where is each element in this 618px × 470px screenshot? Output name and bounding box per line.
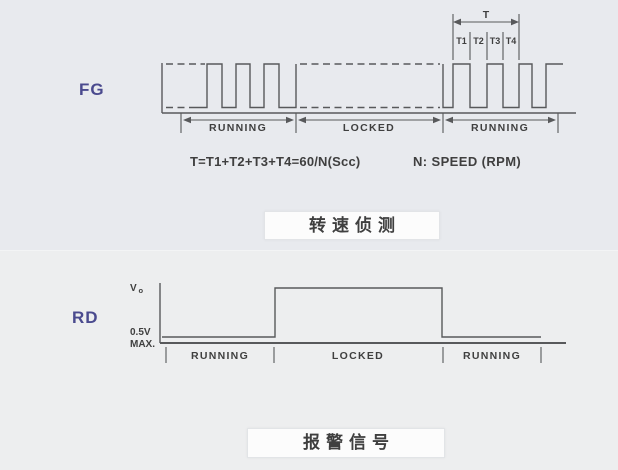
fg-running2-label: RUNNING xyxy=(471,122,529,134)
fg-speed-note: N: SPEED (RPM) xyxy=(413,154,522,169)
t-arrow-label: T xyxy=(483,9,490,21)
rd-locked-label: LOCKED xyxy=(332,350,384,362)
rd-low-level-label: 0.5V xyxy=(130,327,151,338)
arrowhead xyxy=(433,116,441,124)
arrowhead xyxy=(548,116,556,124)
t3-label: T3 xyxy=(490,36,501,46)
arrowhead xyxy=(298,116,306,124)
rd-section-ticks xyxy=(165,347,542,363)
rd-max-label: MAX. xyxy=(130,339,155,350)
t1-label: T1 xyxy=(456,36,467,46)
fg-section-row: RUNNING LOCKED RUNNING xyxy=(180,113,559,134)
fg-running1-label: RUNNING xyxy=(209,122,267,134)
fg-section-ticks xyxy=(180,113,559,133)
arrowhead xyxy=(286,116,294,124)
rd-vo-label: V xyxy=(130,283,137,294)
fg-formula: T=T1+T2+T3+T4=60/N(Scc) xyxy=(190,154,361,169)
t-arrow-left-head xyxy=(453,18,461,26)
fg-locked-label: LOCKED xyxy=(343,122,395,134)
rd-waveform-group: V o 0.5V MAX. RUNNING LOCKED RUNNING xyxy=(130,283,566,363)
fg-period-markers: T T1 T2 T3 T4 xyxy=(452,9,520,60)
rd-running2-label: RUNNING xyxy=(463,350,521,362)
top-section-background xyxy=(0,250,618,251)
arrowhead xyxy=(445,116,453,124)
fg-wave-running-right xyxy=(442,63,563,109)
rd-vo-subscript: o xyxy=(139,286,144,295)
t4-label: T4 xyxy=(506,36,517,46)
fg-waveform-group: T T1 T2 T3 T4 RUNNING LOCKED RUN xyxy=(161,9,576,134)
t-outer-marker-lines xyxy=(452,14,520,60)
rd-running1-label: RUNNING xyxy=(191,350,249,362)
rd-signal-label: RD xyxy=(72,308,99,327)
fg-caption-box: 转速侦测 xyxy=(264,211,440,240)
fg-wave-running-left xyxy=(196,63,297,109)
t2-label: T2 xyxy=(473,36,484,46)
t-inner-marker-lines xyxy=(469,32,504,60)
rd-wave xyxy=(162,287,541,338)
fg-signal-label: FG xyxy=(79,80,105,99)
rd-section-row: RUNNING LOCKED RUNNING xyxy=(165,347,542,363)
rd-caption-box: 报警信号 xyxy=(247,428,445,458)
arrowhead xyxy=(183,116,191,124)
t-arrow-right-head xyxy=(511,18,519,26)
